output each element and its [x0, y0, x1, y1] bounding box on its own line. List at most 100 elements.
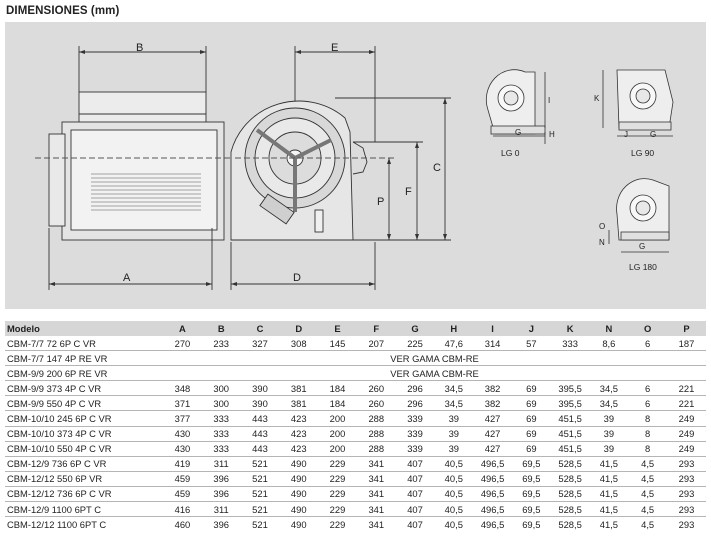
cell-h: 47,6 — [434, 336, 474, 352]
cell-o: 6 — [628, 336, 668, 352]
cell-f: 341 — [356, 501, 396, 518]
cell-h: 39 — [434, 410, 474, 427]
lg0-label-i: I — [548, 96, 551, 105]
cell-a: 270 — [163, 336, 202, 352]
cell-g: 296 — [395, 380, 435, 397]
cell-b: 311 — [201, 456, 241, 472]
cell-g: 407 — [395, 501, 435, 518]
lg0-label-g: G — [515, 128, 522, 137]
lg90-view — [602, 69, 674, 137]
cell-f: 288 — [356, 426, 396, 442]
cell-model: CBM-9/9 550 4P C VR — [5, 395, 164, 412]
cell-a: 416 — [163, 501, 202, 518]
cell-o: 8 — [628, 441, 668, 457]
dim-label-a: A — [123, 272, 131, 284]
cell-h: 39 — [434, 441, 474, 457]
cell-a: 348 — [163, 380, 202, 397]
cell-g: 407 — [407, 518, 423, 530]
cell-i: 382 — [473, 395, 512, 412]
cell-a: 430 — [163, 426, 202, 442]
cell-d: 490 — [279, 456, 319, 472]
column-header-h: H — [434, 321, 474, 336]
column-header-b: B — [201, 321, 241, 336]
cell-i: 496,5 — [473, 471, 512, 487]
cell-a: 459 — [163, 471, 202, 487]
cell-o: 8 — [628, 410, 668, 427]
cell-b: 396 — [213, 518, 230, 530]
cell-p: 293 — [667, 456, 706, 472]
cell-k: 395,5 — [550, 395, 590, 412]
cell-a: 419 — [163, 456, 202, 472]
cell-d: 423 — [279, 410, 319, 427]
cell-model: CBM-7/7 72 6P C VR — [5, 336, 164, 352]
cell-a: 371 — [163, 395, 202, 412]
cell-a: 460 — [174, 518, 191, 530]
cell-k: 528,5 — [550, 471, 590, 487]
cell-i: 427 — [473, 441, 512, 457]
cell-e: 229 — [318, 456, 357, 472]
cell-h: 40,5 — [434, 456, 474, 472]
cell-model: CBM-10/10 550 4P C VR — [5, 441, 164, 457]
column-header-c: C — [240, 321, 280, 336]
cell-c: 443 — [240, 410, 280, 427]
cell-f: 260 — [356, 380, 396, 397]
cell-p: 249 — [667, 441, 706, 457]
cell-n: 8,6 — [589, 336, 629, 352]
cell-n: 34,5 — [589, 395, 629, 412]
lg0-label-h: H — [549, 130, 555, 139]
cell-o: 4,5 — [628, 471, 668, 487]
cell-d: 490 — [279, 501, 319, 518]
cell-b: 333 — [201, 410, 241, 427]
cell-b: 333 — [201, 426, 241, 442]
cell-g: 407 — [395, 456, 435, 472]
cell-i: 314 — [473, 336, 512, 352]
cell-p: 221 — [667, 380, 706, 397]
cell-e: 184 — [318, 395, 357, 412]
cell-o: 4,5 — [628, 501, 668, 518]
cell-j: 69 — [511, 395, 551, 412]
cell-n: 34,5 — [589, 380, 629, 397]
cell-p: 249 — [667, 410, 706, 427]
cell-e: 229 — [318, 471, 357, 487]
dim-label-c: C — [433, 162, 441, 174]
cell-b: 333 — [201, 441, 241, 457]
drawing-svg — [35, 46, 674, 290]
cell-d: 423 — [279, 441, 319, 457]
dim-label-p: P — [377, 196, 385, 208]
cell-k: 451,5 — [550, 426, 590, 442]
cell-c: 521 — [240, 456, 280, 472]
cell-model: CBM-12/9 736 6P C VR — [5, 456, 164, 472]
cell-a: 377 — [163, 410, 202, 427]
cell-h: 40,5 — [434, 471, 474, 487]
cell-note: VER GAMA CBM-RE — [163, 365, 706, 382]
cell-j: 69,5 — [511, 501, 551, 518]
cell-e: 145 — [318, 336, 357, 352]
cell-j: 69 — [511, 426, 551, 442]
cell-p: 249 — [667, 426, 706, 442]
page-title: DIMENSIONES (mm) — [6, 5, 120, 17]
cell-i: 496,5 — [473, 501, 512, 518]
cell-n: 39 — [589, 426, 629, 442]
cell-model: CBM-12/12 1100 6PT C — [7, 518, 107, 530]
cell-note: VER GAMA CBM-RE — [163, 350, 706, 367]
cell-e: 229 — [318, 501, 357, 518]
cell-n: 41,5 — [589, 471, 629, 487]
cell-j: 57 — [511, 336, 551, 352]
cell-k: 528,5 — [550, 486, 590, 503]
cell-j: 69 — [511, 410, 551, 427]
column-header-e: E — [318, 321, 357, 336]
cell-k: 451,5 — [550, 410, 590, 427]
cell-o: 6 — [628, 380, 668, 397]
front-view — [230, 46, 451, 290]
cell-c: 327 — [240, 336, 280, 352]
cell-c: 521 — [240, 486, 280, 503]
lg0-view — [485, 69, 546, 144]
cell-a: 430 — [163, 441, 202, 457]
